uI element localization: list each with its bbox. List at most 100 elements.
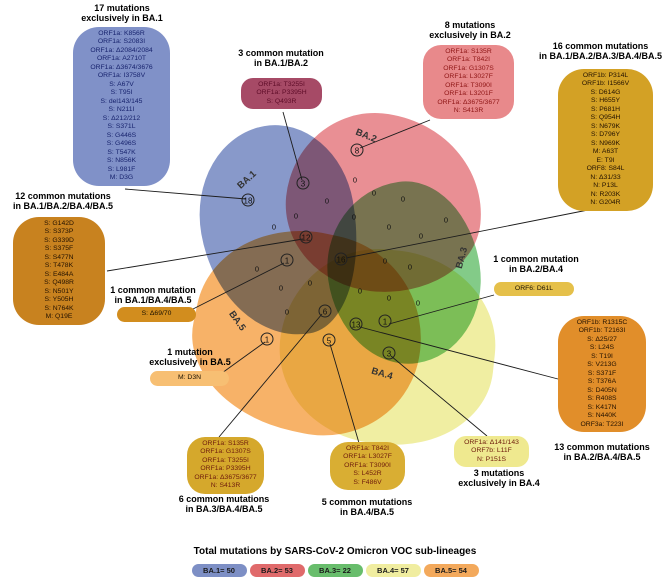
- venn-count: 0: [352, 175, 358, 185]
- annotation-title-common5: 5 common mutations in BA.4/BA.5: [321, 497, 413, 518]
- annotation-title-common3-ba1ba2: 3 common mutation in BA.1/BA.2: [238, 48, 324, 69]
- venn-count: 0: [293, 211, 299, 221]
- venn-count: 0: [386, 222, 392, 232]
- annotation-title-common1-ba2ba4: 1 common mutation in BA.2/BA.4: [493, 254, 579, 275]
- venn-count: 0: [386, 293, 392, 303]
- mutation-entry: S: H655Y: [590, 97, 621, 105]
- mutation-entry: M: Q19E: [45, 313, 73, 321]
- venn-count: 0: [407, 262, 413, 272]
- mutation-entry: S: Q954H: [590, 114, 621, 122]
- venn-count: 0: [284, 307, 290, 317]
- annotation-title-common6: 6 common mutations in BA.3/BA.4/BA.5: [178, 494, 270, 515]
- mutation-entry: S: T547K: [107, 148, 136, 156]
- venn-count: 6: [318, 304, 332, 318]
- mutation-entry: S: Q498R: [44, 279, 74, 287]
- mutation-entry: ORF1b: R1315C: [576, 319, 628, 326]
- venn-count: 0: [415, 298, 421, 308]
- mutation-entry: S: L452R: [353, 470, 382, 478]
- mutation-entry: S: F486V: [353, 478, 382, 486]
- mutation-entry: S: N969K: [590, 139, 621, 147]
- annotation-title-ba2-exclusive: 8 mutations exclusively in BA.2: [429, 20, 511, 41]
- mutation-entry: M: D3G: [109, 174, 134, 182]
- venn-count: 0: [382, 256, 388, 266]
- venn-count: 0: [254, 264, 260, 274]
- venn-count: 0: [278, 283, 284, 293]
- mutation-entry: ORF1a: P3395H: [256, 89, 307, 97]
- mutation-entry: S: P681H: [590, 105, 621, 113]
- venn-count: 3: [296, 176, 310, 190]
- mutation-entry: ORF1a: A2710T: [96, 55, 147, 63]
- mutation-entry: S: K417N: [587, 403, 617, 411]
- mutation-entry: S: D614G: [590, 88, 621, 96]
- legend-pill-ba1: BA.1= 50: [191, 564, 247, 577]
- mutation-entry: S: Δ25/27: [587, 335, 617, 343]
- mutation-entry: ORF1a: G1307S: [443, 64, 494, 72]
- mutation-entry: S: L24S: [589, 344, 615, 352]
- mutation-entry: S: G339D: [44, 236, 74, 244]
- venn-count: 8: [350, 143, 364, 157]
- mutation-entry: ORF1a: L3201F: [444, 90, 493, 98]
- mutation-entry: N: G204R: [590, 199, 621, 207]
- legend-pill-ba3: BA.3= 22: [307, 564, 363, 577]
- mutation-entry: ORF1a: T842I: [346, 445, 389, 452]
- mutation-entry: S: E484A: [44, 270, 74, 278]
- mutation-pill-m-d3n: M: D3N: [150, 371, 229, 386]
- mutation-entry: ORF1a: T3255I: [258, 81, 305, 88]
- venn-count: 0: [371, 188, 377, 198]
- venn-count: 0: [307, 278, 313, 288]
- legend-pill-ba5: BA.5= 54: [423, 564, 479, 577]
- mutation-entry: ORF1a: L3027F: [343, 453, 392, 461]
- mutation-entry: S: Y505H: [44, 296, 74, 304]
- mutation-entry: M: D3N: [177, 374, 202, 382]
- mutation-entry: ORF8: S84L: [586, 165, 625, 173]
- mutation-entry: ORF1a: I3758V: [97, 72, 146, 80]
- mutation-entry: ORF1b: I1566V: [581, 80, 630, 88]
- annotation-title-common1-ba1ba4ba5: 1 common mutation in BA.1/BA.4/BA.5: [110, 285, 196, 306]
- mutation-entry: S: Δ69/70: [141, 310, 172, 318]
- mutation-entry: S: T19I: [591, 352, 613, 360]
- venn-count: 3: [382, 346, 396, 360]
- mutation-entry: S: N501Y: [44, 287, 74, 295]
- mutation-entry: S: G142D: [44, 220, 74, 227]
- mutation-entry: E: T9I: [596, 156, 615, 164]
- mutation-entry: S: G446S: [106, 131, 137, 139]
- mutation-entry: S: D796Y: [590, 131, 621, 139]
- mutation-entry: S: T376A: [587, 378, 617, 386]
- mutation-entry: S: T478K: [44, 262, 74, 270]
- mutation-entry: S: L981F: [107, 165, 136, 173]
- mutation-entry: S: V213G: [587, 361, 617, 369]
- annotation-title-ba4-exclusive: 3 mutations exclusively in BA.4: [458, 468, 540, 489]
- mutation-entry: ORF3a: T223I: [580, 420, 624, 428]
- mutation-entry: S: N211I: [108, 106, 135, 114]
- mutation-entry: ORF1a: S2083I: [97, 38, 146, 46]
- mutation-entry: S: A67V: [109, 80, 134, 88]
- mutation-entry: S: S371F: [587, 369, 617, 377]
- mutation-entry: ORF1b: P314L: [582, 72, 629, 79]
- mutation-pill-orf6-d61l: ORF6: D61L: [494, 282, 574, 296]
- mutation-entry: ORF1a: Δ3675/3677: [194, 473, 257, 481]
- mutation-entry: ORF1a: L3027F: [444, 73, 493, 81]
- mutation-entry: S: S477N: [44, 253, 74, 261]
- mutation-entry: ORF1a: S135R: [202, 440, 249, 447]
- venn-count: 0: [418, 231, 424, 241]
- mutation-entry: ORF1b: T2163I: [578, 327, 626, 335]
- mutation-entry: S: del143/145: [100, 97, 143, 105]
- mutation-entry: ORF1a: K856R: [98, 30, 145, 37]
- annotation-title-ba1-exclusive: 17 mutations exclusively in BA.1: [81, 3, 163, 24]
- mutation-pill-s-del69-70: S: Δ69/70: [117, 307, 196, 322]
- venn-count: 1: [260, 332, 274, 346]
- mutation-entry: ORF6: D61L: [514, 284, 554, 292]
- mutation-entry: S: T95I: [110, 89, 133, 97]
- venn-count: 1: [378, 314, 392, 328]
- annotation-title-common12: 12 common mutations in BA.1/BA.2/BA.4/BA…: [12, 191, 114, 212]
- mutation-entry: ORF7b: L11F: [471, 447, 512, 455]
- venn-count: 0: [443, 215, 449, 225]
- legend-title: Total mutations by SARS-CoV-2 Omicron VO…: [193, 546, 477, 557]
- mutation-entry: ORF1a: T3255I: [202, 456, 249, 464]
